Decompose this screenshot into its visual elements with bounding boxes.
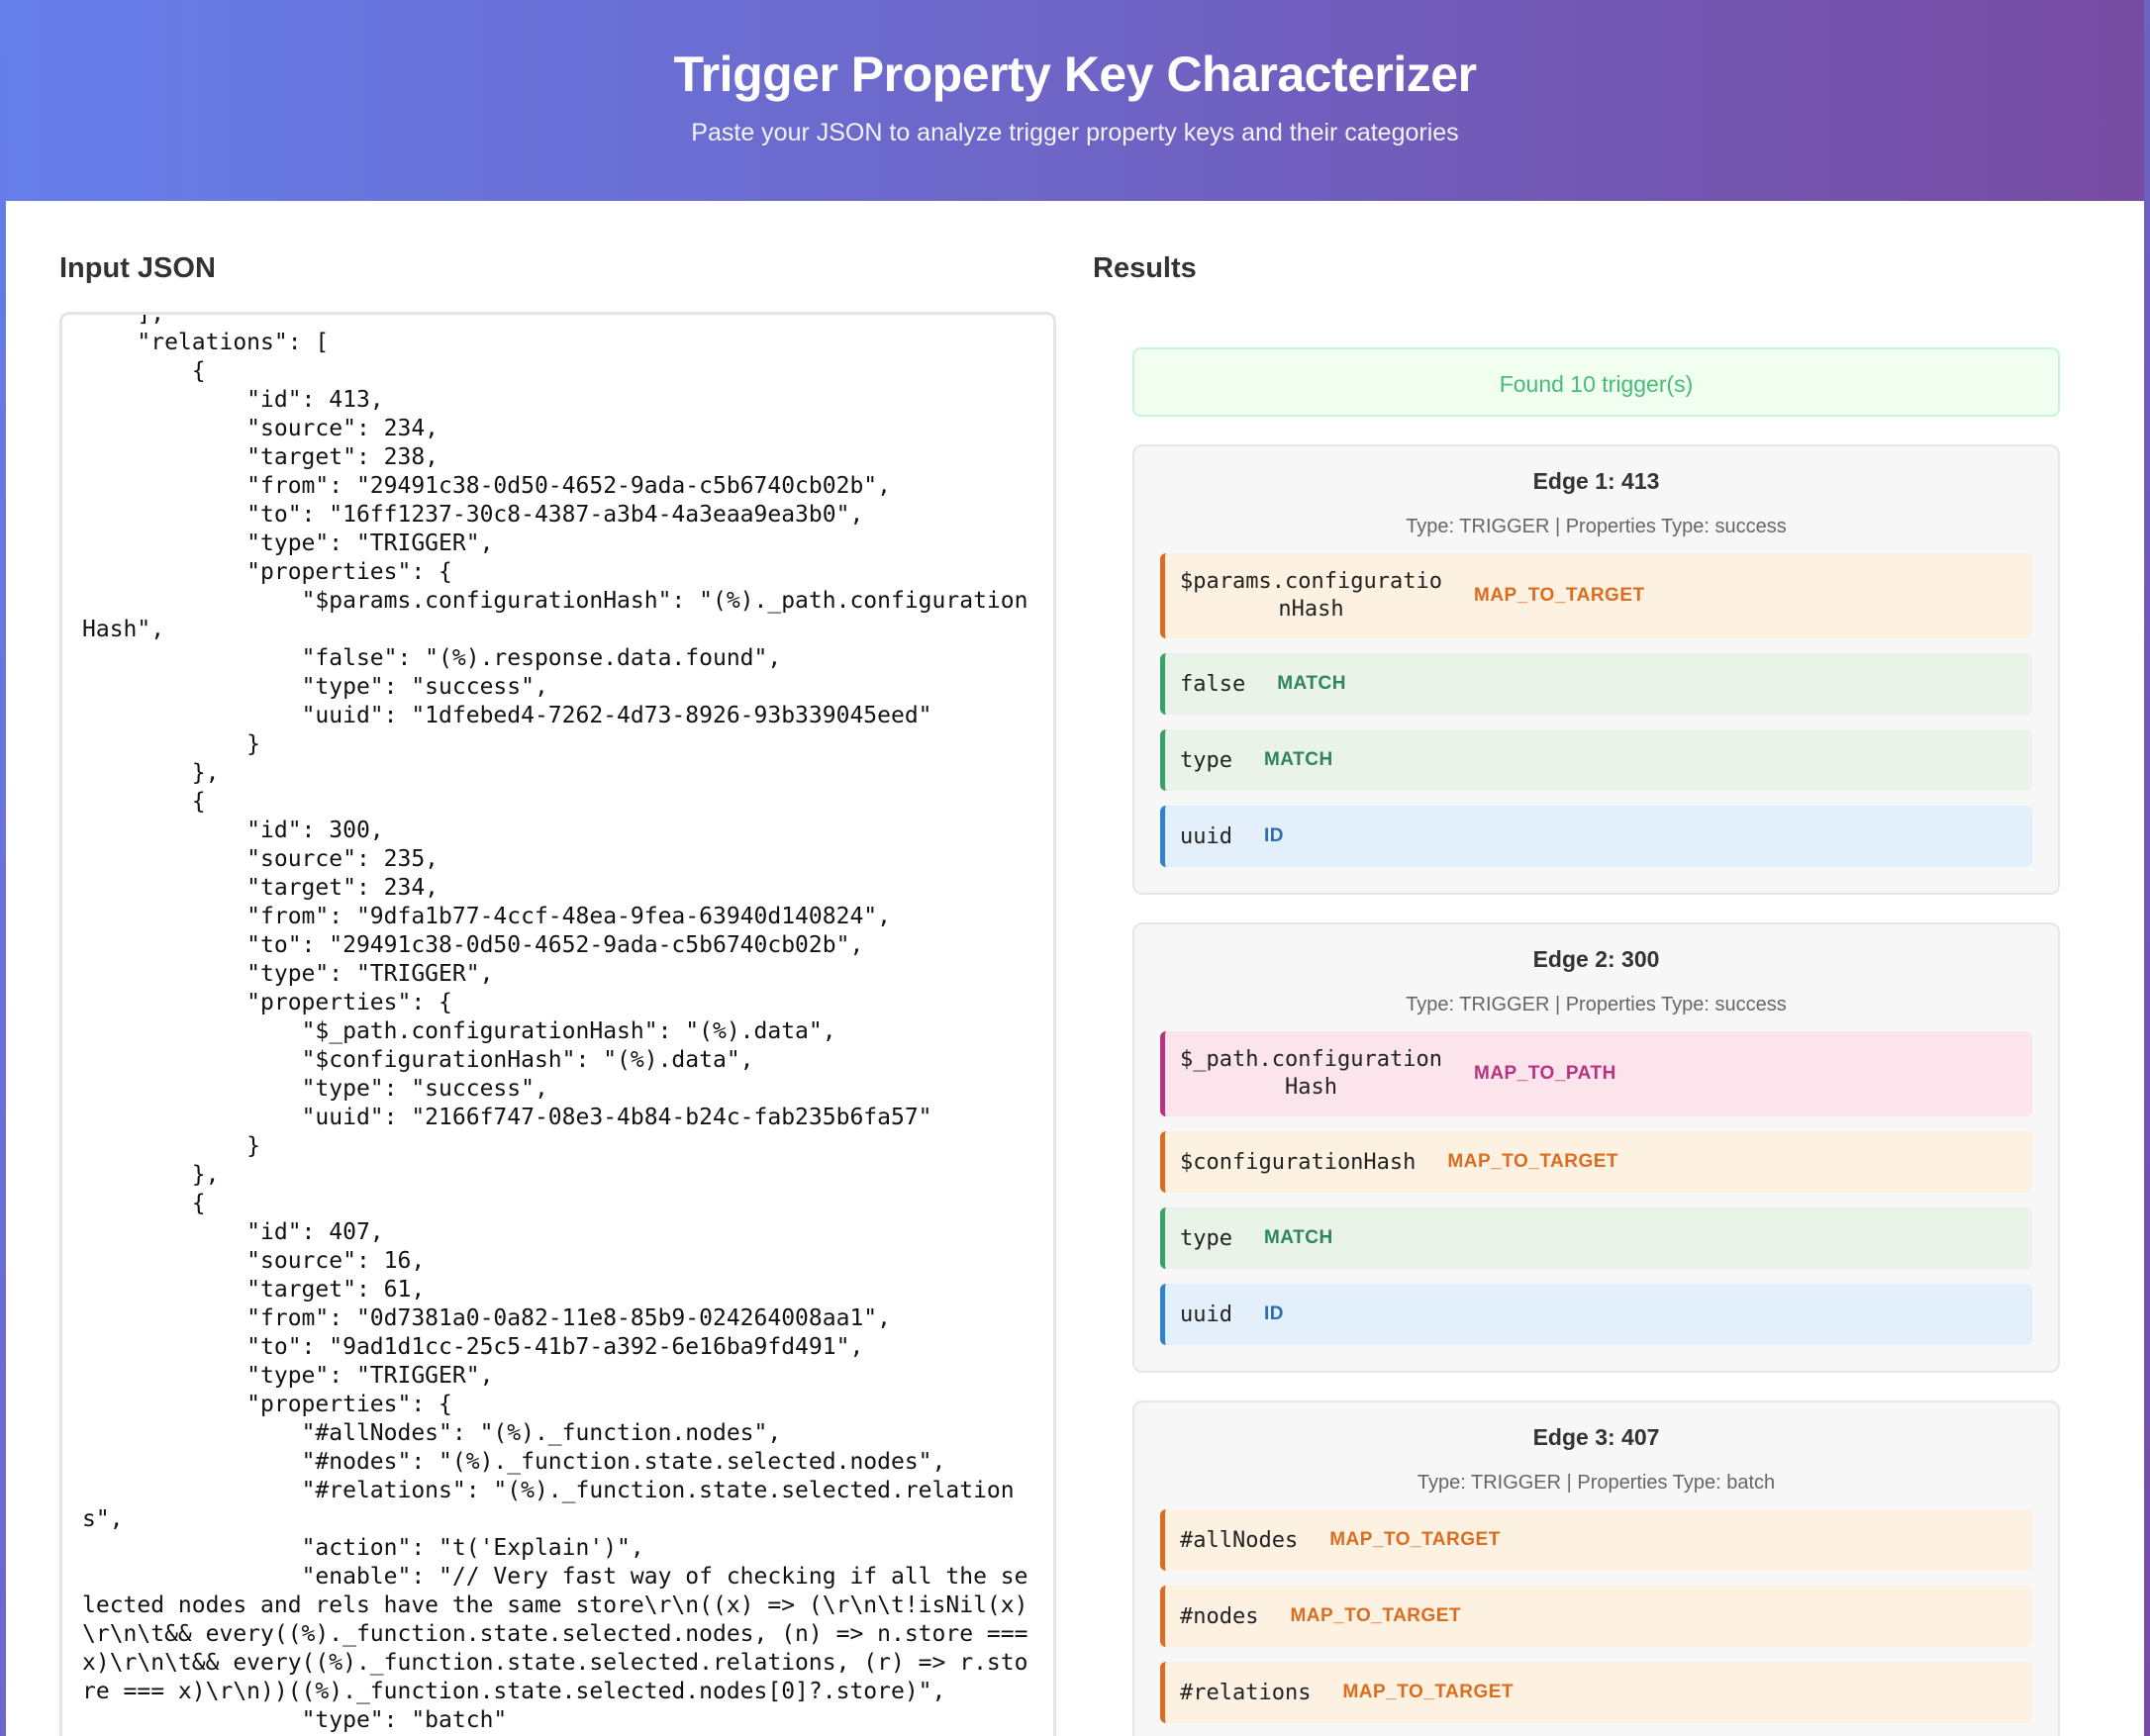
property-row: $params.configurationHash MAP_TO_TARGET <box>1160 553 2032 638</box>
edge-meta: Type: TRIGGER | Properties Type: success <box>1406 994 1787 1015</box>
property-key: #allNodes <box>1180 1527 1299 1553</box>
results-heading: Results <box>1093 252 1197 284</box>
page-title: Trigger Property Key Characterizer <box>673 47 1477 102</box>
edge-card: Edge 2: 300 Type: TRIGGER | Properties T… <box>1132 922 2060 1373</box>
property-category: MAP_TO_TARGET <box>1290 1605 1462 1626</box>
edge-card: Edge 1: 413 Type: TRIGGER | Properties T… <box>1132 444 2060 895</box>
property-category: MAP_TO_TARGET <box>1342 1682 1515 1702</box>
property-category: MAP_TO_TARGET <box>1329 1529 1501 1550</box>
property-row: $configurationHash MAP_TO_TARGET <box>1160 1131 2032 1193</box>
edge-title: Edge 3: 407 <box>1532 1424 1660 1450</box>
property-category: MAP_TO_PATH <box>1474 1063 1616 1084</box>
edge-meta: Type: TRIGGER | Properties Type: batch <box>1417 1472 1776 1494</box>
property-key: type <box>1180 1225 1232 1251</box>
property-key: $configurationHash <box>1180 1149 1417 1175</box>
json-input-editor[interactable]: ], "relations": [ { "id": 413, "source":… <box>59 312 1056 1736</box>
json-input-text[interactable]: ], "relations": [ { "id": 413, "source":… <box>82 312 1028 1733</box>
property-key: $_path.configurationHash <box>1180 1047 1442 1100</box>
property-row: uuid ID <box>1160 806 2032 867</box>
property-row: #relations MAP_TO_TARGET <box>1160 1662 2032 1723</box>
app-card: Trigger Property Key Characterizer Paste… <box>6 0 2144 1736</box>
input-heading: Input JSON <box>59 252 216 284</box>
property-key: type <box>1180 747 1232 773</box>
property-key: #relations <box>1180 1680 1312 1705</box>
app-header: Trigger Property Key Characterizer Paste… <box>6 0 2144 201</box>
results-panel: Results Found 10 trigger(s) Edge 1: 413 … <box>1093 252 2112 1736</box>
property-key: uuid <box>1180 1302 1232 1327</box>
property-category: ID <box>1263 1303 1284 1324</box>
property-row: uuid ID <box>1160 1284 2032 1345</box>
property-row: #nodes MAP_TO_TARGET <box>1160 1586 2032 1647</box>
property-row: #allNodes MAP_TO_TARGET <box>1160 1509 2032 1571</box>
property-key: $params.configurationHash <box>1180 569 1442 622</box>
property-category: MATCH <box>1263 749 1333 770</box>
main-content: Input JSON ], "relations": [ { "id": 413… <box>6 201 2144 1736</box>
edge-title: Edge 1: 413 <box>1532 468 1660 494</box>
property-row: $_path.configurationHash MAP_TO_PATH <box>1160 1031 2032 1116</box>
page-subtitle: Paste your JSON to analyze trigger prope… <box>691 119 1459 146</box>
property-row: type MATCH <box>1160 729 2032 791</box>
edge-title: Edge 2: 300 <box>1532 946 1660 972</box>
property-key: uuid <box>1180 823 1232 849</box>
property-category: ID <box>1263 825 1284 846</box>
property-category: MAP_TO_TARGET <box>1474 585 1645 606</box>
property-row: false MATCH <box>1160 653 2032 715</box>
property-key: #nodes <box>1180 1603 1259 1629</box>
results-list: Found 10 trigger(s) Edge 1: 413 Type: TR… <box>1132 347 2060 1736</box>
property-category: MATCH <box>1263 1227 1333 1248</box>
edge-card: Edge 3: 407 Type: TRIGGER | Properties T… <box>1132 1400 2060 1736</box>
input-panel: Input JSON ], "relations": [ { "id": 413… <box>59 252 1062 1736</box>
property-row: type MATCH <box>1160 1207 2032 1269</box>
results-summary: Found 10 trigger(s) <box>1132 347 2060 417</box>
property-category: MATCH <box>1277 673 1346 694</box>
edge-meta: Type: TRIGGER | Properties Type: success <box>1406 516 1787 537</box>
property-category: MAP_TO_TARGET <box>1447 1151 1619 1172</box>
property-key: false <box>1180 671 1246 697</box>
